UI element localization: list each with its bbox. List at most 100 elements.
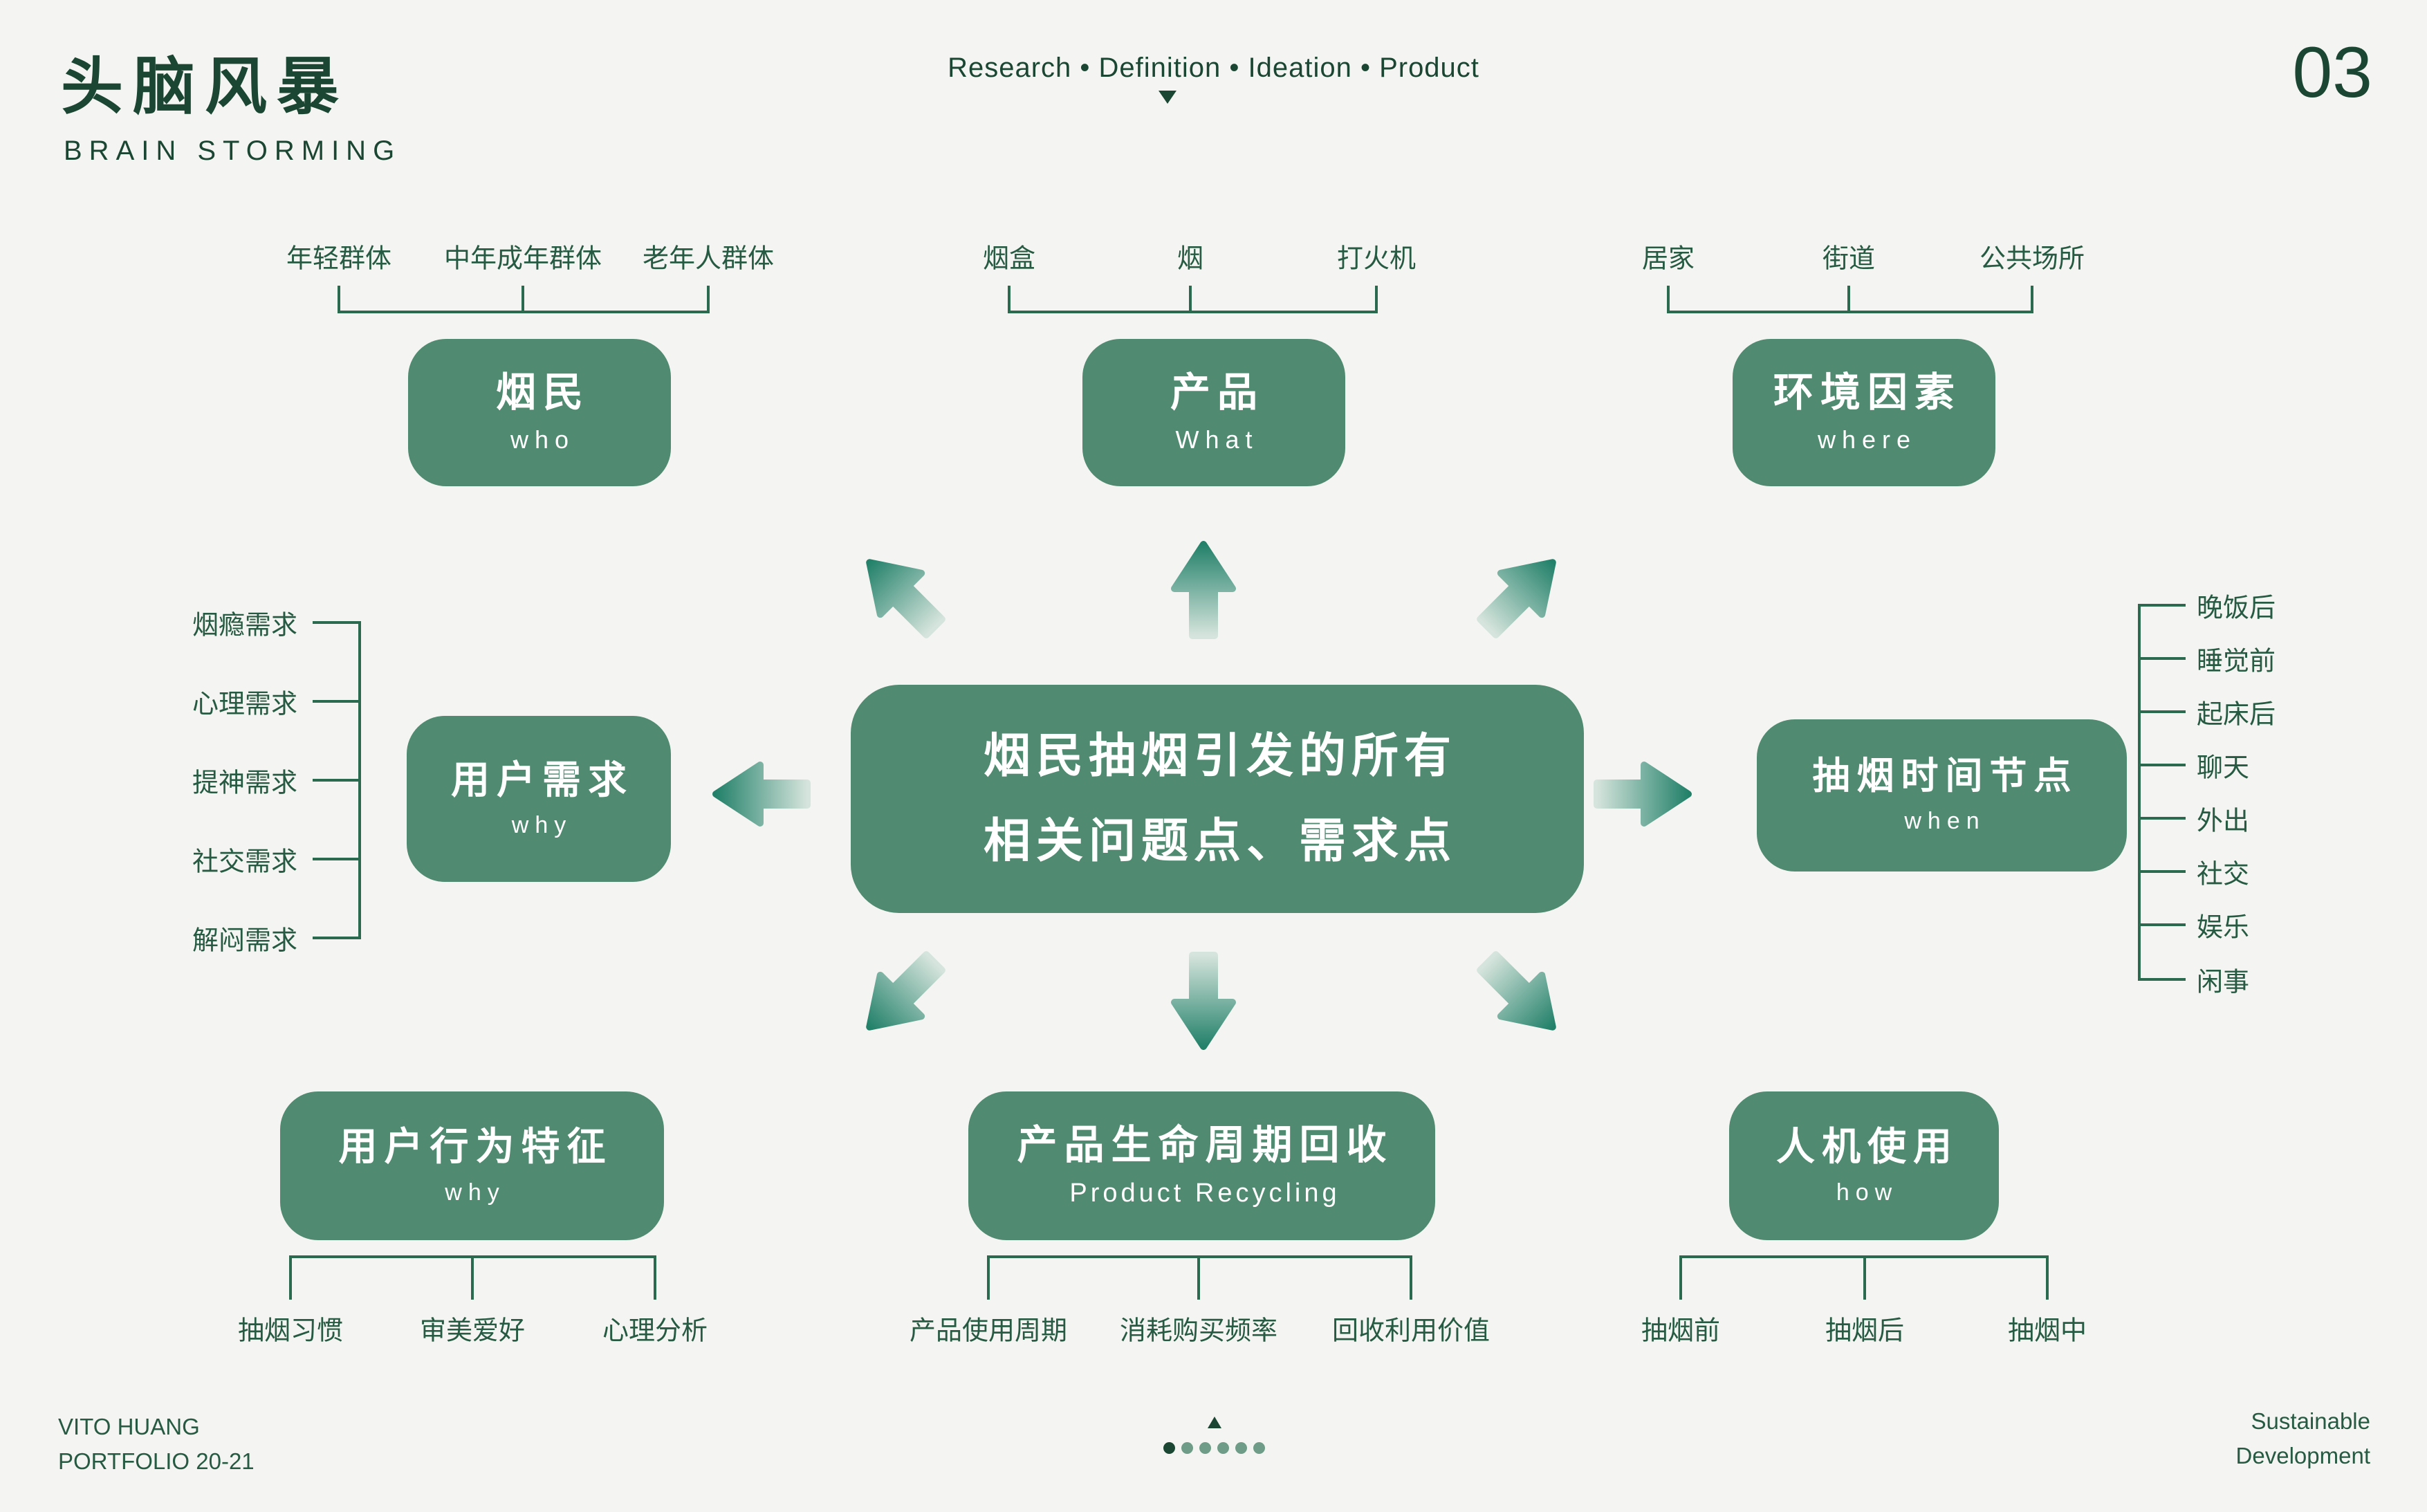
node-title: 抽烟时间节点 <box>1812 755 2078 797</box>
bracket-tick <box>1189 286 1192 313</box>
label: 抽烟后 <box>1825 1316 1905 1346</box>
node-subtitle: when <box>1904 808 1986 835</box>
pagination-dot <box>1253 1442 1265 1454</box>
bracket-tick <box>1863 1255 1866 1300</box>
node-subtitle: how <box>1836 1179 1899 1206</box>
label: 心理分析 <box>602 1316 708 1346</box>
bracket-tick <box>1667 286 1670 313</box>
bracket-tick <box>987 1255 990 1300</box>
label: 提神需求 <box>192 768 297 798</box>
footer-author-name: VITO HUANG <box>58 1414 200 1439</box>
label: 心理需求 <box>192 690 297 719</box>
node-title: 人机使用 <box>1776 1125 1959 1169</box>
node-subtitle: why <box>445 1179 506 1206</box>
bracket-line <box>1008 311 1378 313</box>
footer-portfolio: PORTFOLIO 20-21 <box>58 1448 255 1474</box>
bracket-tick <box>2141 978 2186 981</box>
label: 抽烟习惯 <box>237 1316 344 1346</box>
arrow-left-icon <box>712 762 811 827</box>
pagination-dot <box>1199 1442 1211 1454</box>
bracket-tick <box>2141 604 2186 607</box>
label: 审美爱好 <box>419 1316 526 1346</box>
bracket-tick <box>313 858 360 860</box>
node-subtitle: What <box>1175 425 1259 454</box>
bracket-tick <box>522 286 524 313</box>
label: 烟 <box>1176 244 1204 274</box>
central-topic-line1: 烟民抽烟引发的所有 <box>983 730 1457 783</box>
bracket-line <box>1667 311 2033 313</box>
arrow-right-icon <box>1594 762 1692 827</box>
pagination-dot-active <box>1163 1442 1175 1454</box>
label: 公共场所 <box>1979 244 2085 274</box>
pagination-dot <box>1235 1442 1247 1454</box>
arrow-up-right-icon <box>1477 559 1556 638</box>
page-title: 头脑风暴 <box>61 53 349 122</box>
arrow-up-left-icon <box>866 559 945 638</box>
label: 街道 <box>1822 244 1876 274</box>
node-subtitle: where <box>1817 425 1917 454</box>
label: 烟瘾需求 <box>192 611 297 640</box>
label: 社交 <box>2197 860 2250 889</box>
arrow-down-left-icon <box>866 951 945 1031</box>
central-topic: 烟民抽烟引发的所有 相关问题点、需求点 <box>851 685 1584 913</box>
node-title: 用户需求 <box>451 757 634 802</box>
bracket-tick <box>338 286 340 313</box>
bracket-tick <box>1008 286 1011 313</box>
pagination-arrow-up-icon <box>1208 1417 1221 1428</box>
label: 起床后 <box>2197 700 2276 730</box>
pagination-dot <box>1181 1442 1193 1454</box>
bracket-tick <box>2141 710 2186 713</box>
bracket-tick <box>1410 1255 1412 1300</box>
bracket-tick <box>2046 1255 2049 1300</box>
node-when: 抽烟时间节点 when <box>1757 719 2127 872</box>
bracket-tick <box>313 937 360 939</box>
node-subtitle: Product Recycling <box>1069 1178 1340 1208</box>
label: 打火机 <box>1336 244 1416 274</box>
label: 居家 <box>1641 244 1695 274</box>
bracket-tick <box>471 1255 474 1300</box>
bracket-tick <box>2141 817 2186 820</box>
node-who: 烟民 who <box>408 339 671 486</box>
node-where: 环境因素 where <box>1733 339 1995 486</box>
node-title: 产品生命周期回收 <box>1017 1123 1394 1168</box>
node-subtitle: why <box>511 812 573 839</box>
label: 年轻群体 <box>286 244 392 274</box>
bracket-tick <box>1679 1255 1682 1300</box>
node-how: 人机使用 how <box>1729 1091 1999 1240</box>
arrow-down-right-icon <box>1477 951 1556 1031</box>
bracket-tick <box>654 1255 656 1300</box>
label: 闲事 <box>2197 968 2250 997</box>
node-subtitle: who <box>510 425 575 454</box>
label: 解闷需求 <box>192 926 297 956</box>
label: 晚饭后 <box>2197 593 2276 623</box>
footer-theme: Sustainable Development <box>2144 1404 2370 1473</box>
node-title: 环境因素 <box>1773 369 1962 415</box>
bracket-line <box>358 621 361 939</box>
bracket-tick <box>2141 923 2186 926</box>
arrow-up-icon <box>1171 541 1236 639</box>
label: 消耗购买频率 <box>1119 1316 1278 1346</box>
central-topic-line2: 相关问题点、需求点 <box>983 815 1457 867</box>
label: 社交需求 <box>192 847 297 877</box>
node-title: 产品 <box>1170 369 1264 415</box>
bracket-tick <box>289 1255 292 1300</box>
bracket-line <box>338 311 710 313</box>
label: 外出 <box>2197 806 2250 836</box>
footer-theme-line1: Sustainable <box>2251 1408 2370 1434</box>
node-behavior: 用户行为特征 why <box>280 1091 664 1240</box>
bracket-tick <box>2141 764 2186 766</box>
bracket-tick <box>707 286 710 313</box>
label: 产品使用周期 <box>909 1316 1068 1346</box>
node-title: 用户行为特征 <box>338 1125 613 1169</box>
label: 抽烟前 <box>1641 1316 1721 1346</box>
bracket-tick <box>313 621 360 624</box>
label: 抽烟中 <box>2007 1316 2087 1346</box>
label: 中年成年群体 <box>443 244 602 274</box>
bracket-tick <box>2141 657 2186 660</box>
label: 烟盒 <box>982 244 1036 274</box>
footer-author: VITO HUANG PORTFOLIO 20-21 <box>58 1410 255 1479</box>
page-number: 03 <box>2292 33 2372 113</box>
bracket-tick <box>2141 870 2186 873</box>
pagination-dot <box>1217 1442 1229 1454</box>
bracket-tick <box>1847 286 1850 313</box>
